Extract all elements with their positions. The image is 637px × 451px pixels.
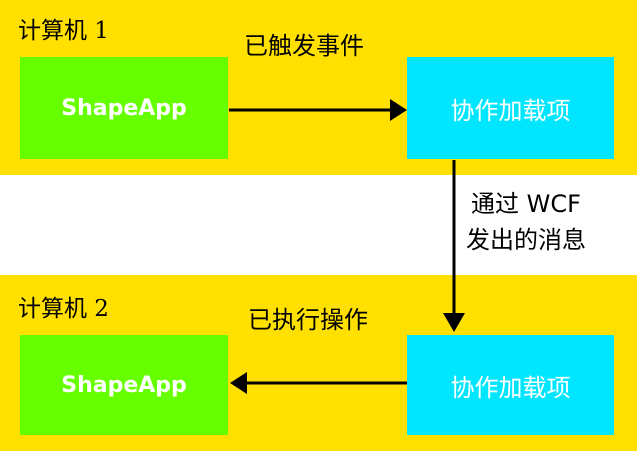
wcf-message-line1: 通过 WCF — [471, 190, 581, 218]
event-fired-label: 已触发事件 — [244, 32, 364, 60]
computer-1-shapeapp-box: ShapeApp — [20, 57, 228, 159]
wcf-message-line2: 发出的消息 — [466, 226, 586, 254]
computer-2-shapeapp-label: ShapeApp — [61, 372, 187, 398]
computer-1-shapeapp-label: ShapeApp — [61, 95, 187, 121]
computer-2-addin-label: 协作加载项 — [450, 373, 571, 402]
computer-1-label: 计算机 1 — [18, 18, 109, 44]
action-arrowhead — [230, 372, 247, 394]
action-performed-label: 已执行操作 — [248, 306, 368, 334]
computer-2-shapeapp-box: ShapeApp — [20, 335, 228, 435]
computer-1-addin-box: 协作加载项 — [407, 57, 614, 159]
computer-2-addin-box: 协作加载项 — [407, 335, 614, 435]
wcf-message-arrowhead — [443, 313, 465, 332]
computer-2-label: 计算机 2 — [18, 296, 109, 322]
event-arrowhead — [390, 99, 407, 121]
computer-1-addin-label: 协作加载项 — [450, 96, 571, 125]
wcf-message-label: 通过 WCF 发出的消息 — [466, 186, 586, 258]
